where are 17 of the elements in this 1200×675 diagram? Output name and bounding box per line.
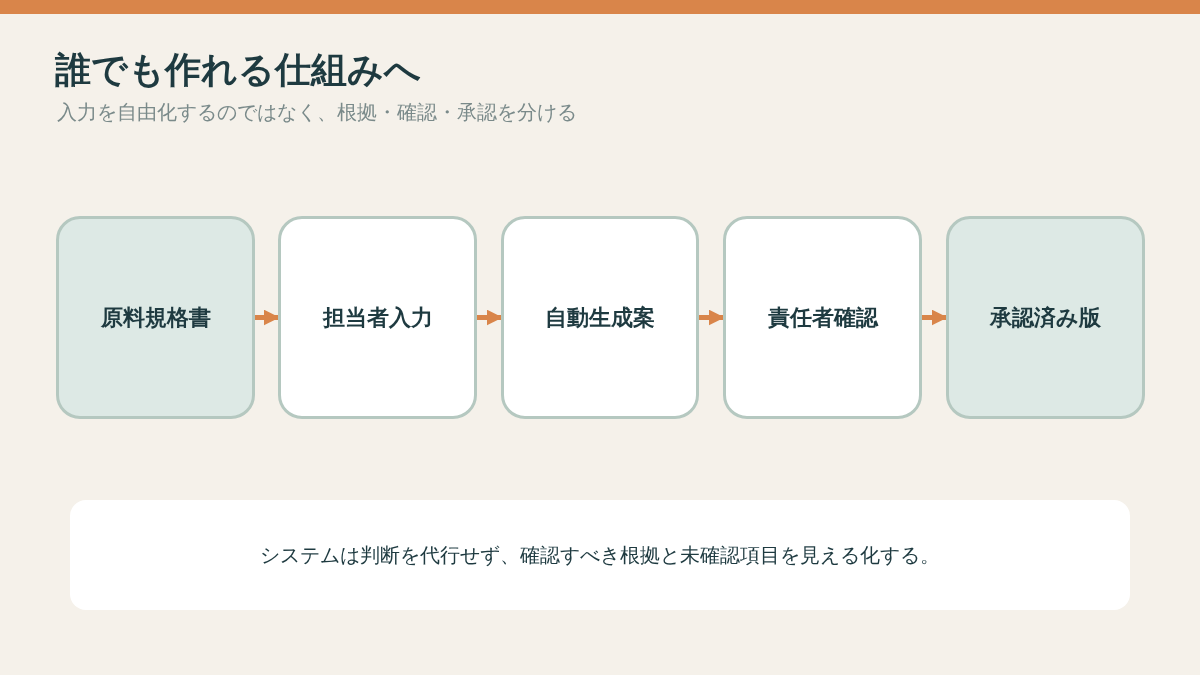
arrow bbox=[922, 309, 948, 326]
process-box bbox=[723, 216, 922, 419]
arrow bbox=[255, 309, 280, 326]
arrow bbox=[699, 309, 725, 326]
step-label: 責任者確認 bbox=[767, 303, 878, 332]
process-box bbox=[278, 216, 477, 419]
subtitle: 入力を自由化するのではなく、根拠・確認・承認を分ける bbox=[57, 99, 577, 125]
process-box bbox=[56, 216, 255, 419]
step-label: 自動生成案 bbox=[545, 303, 655, 332]
note-text: システムは判断を代行せず、確認すべき根拠と未確認項目を見える化する。 bbox=[260, 541, 940, 569]
step-label: 原料規格書 bbox=[100, 303, 211, 332]
step-label: 承認済み版 bbox=[990, 303, 1101, 332]
process-box bbox=[501, 216, 699, 419]
process-box bbox=[946, 216, 1145, 419]
step-label: 担当者入力 bbox=[322, 303, 433, 332]
title: 誰でも作れる仕組みへ bbox=[55, 48, 421, 92]
arrow bbox=[477, 309, 503, 326]
